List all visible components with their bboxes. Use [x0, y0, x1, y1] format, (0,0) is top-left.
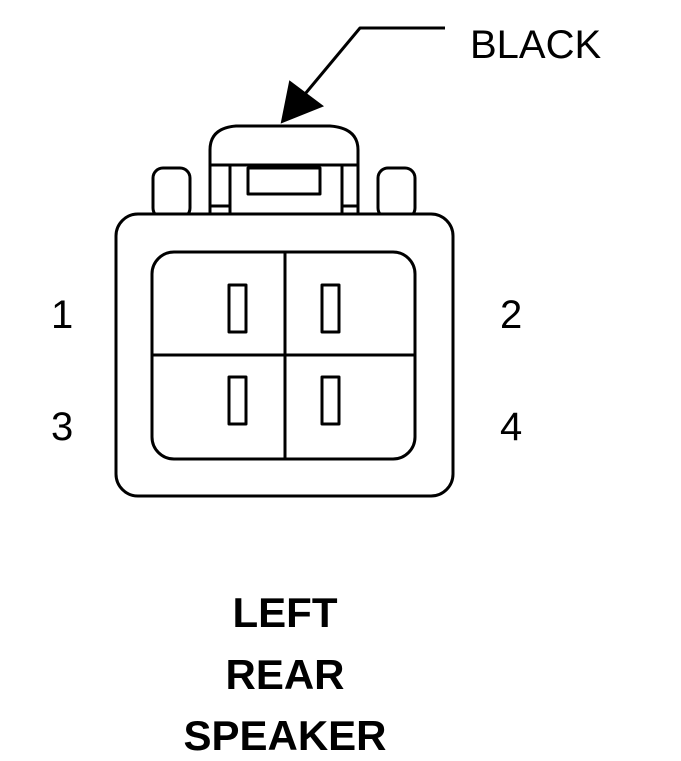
right-latch-post — [376, 166, 417, 220]
caption-line-3: SPEAKER — [183, 712, 386, 759]
caption-line-2: REAR — [225, 651, 344, 698]
tab-window — [246, 166, 322, 196]
caption-line-1: LEFT — [233, 589, 338, 636]
pin-number-3: 3 — [51, 405, 73, 449]
pin-number-2: 2 — [500, 293, 522, 337]
pin-slot-2 — [320, 283, 341, 334]
pin-slot-3 — [227, 375, 248, 426]
pin-number-1: 1 — [51, 293, 73, 337]
connector-color-label: BLACK — [470, 23, 601, 67]
pin-number-4: 4 — [500, 405, 522, 449]
locking-tab — [208, 124, 360, 217]
pin-slot-4 — [320, 375, 341, 426]
color-leader — [280, 26, 445, 124]
leader-line — [298, 26, 445, 101]
leader-arrowhead — [280, 80, 325, 124]
left-latch-post — [151, 166, 192, 220]
pin-slot-1 — [227, 283, 248, 334]
locking-tab-cap — [208, 124, 360, 167]
